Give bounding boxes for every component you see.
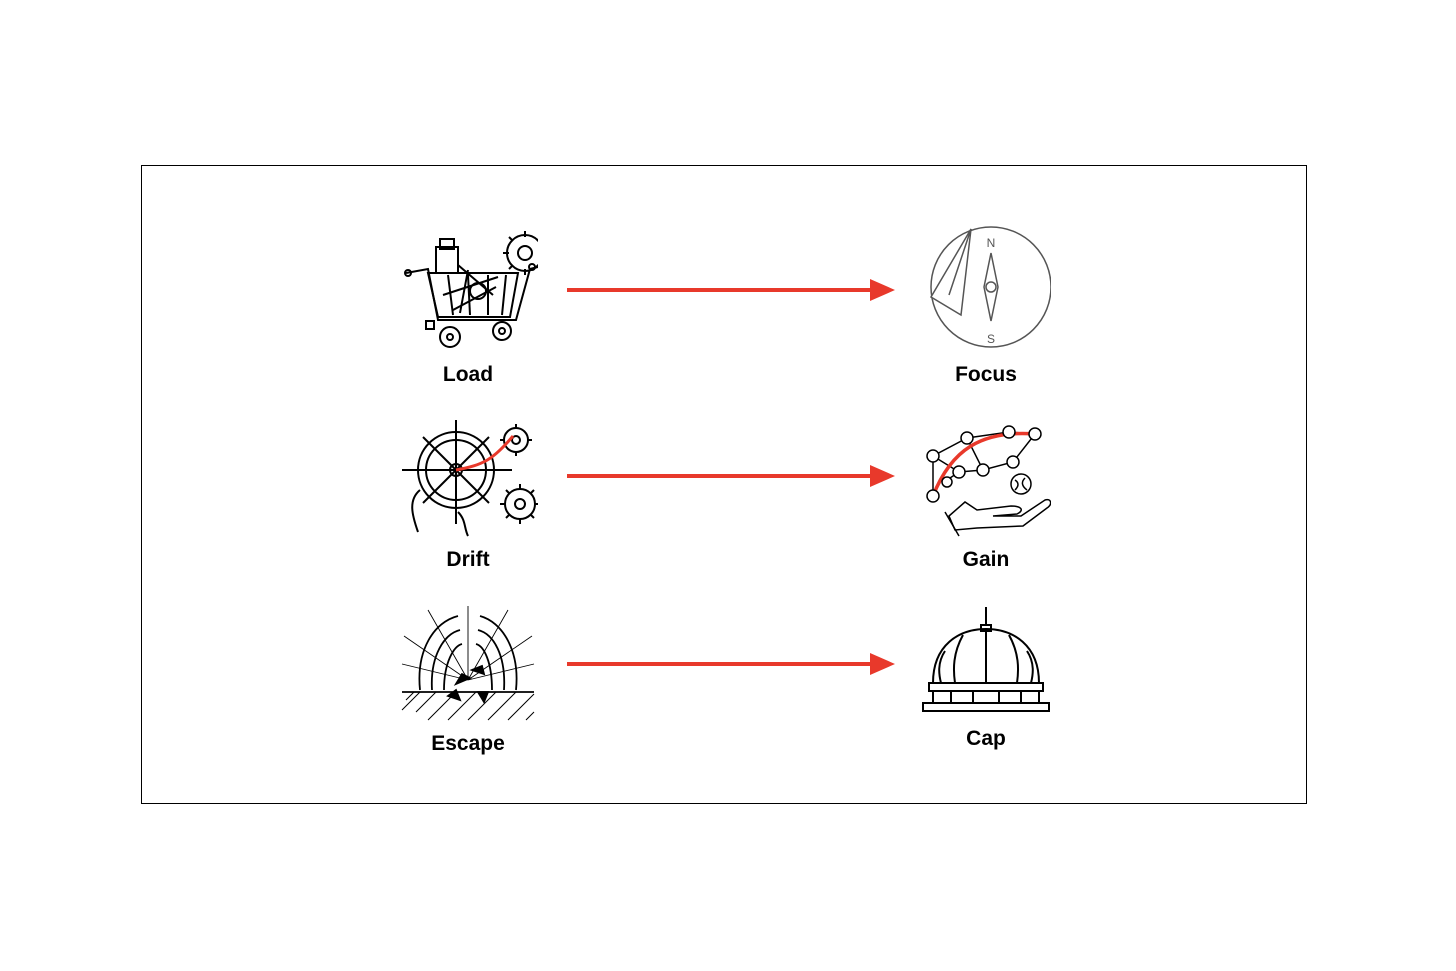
node-label: Escape bbox=[431, 732, 505, 755]
node-drift: Drift bbox=[368, 420, 568, 572]
node-cap: Cap bbox=[886, 605, 1086, 751]
node-label: Load bbox=[442, 363, 494, 386]
node-label: Focus bbox=[955, 363, 1017, 386]
compass-north-label: N bbox=[987, 236, 996, 250]
compass-south-label: S bbox=[987, 332, 995, 346]
node-focus: N S Focus bbox=[886, 225, 1086, 387]
arrow-drift-to-gain bbox=[567, 465, 895, 487]
arrow-escape-to-cap bbox=[567, 653, 895, 675]
node-label: Drift bbox=[446, 548, 490, 571]
hand-with-network-curve-icon bbox=[926, 425, 1051, 537]
node-escape: Escape bbox=[368, 600, 568, 756]
compass-icon: N S bbox=[929, 226, 1051, 348]
diagram-frame bbox=[141, 165, 1307, 804]
node-load: Load bbox=[368, 225, 568, 387]
arrow-load-to-focus bbox=[567, 279, 895, 301]
node-gain: Gain bbox=[886, 420, 1086, 572]
node-label: Gain bbox=[962, 548, 1010, 571]
bursting-arches-icon bbox=[401, 606, 535, 721]
node-label: Cap bbox=[966, 727, 1006, 750]
ship-wheel-with-gears-icon bbox=[402, 420, 538, 537]
shopping-cart-with-gears-icon bbox=[404, 231, 538, 348]
dome-icon bbox=[922, 607, 1050, 712]
